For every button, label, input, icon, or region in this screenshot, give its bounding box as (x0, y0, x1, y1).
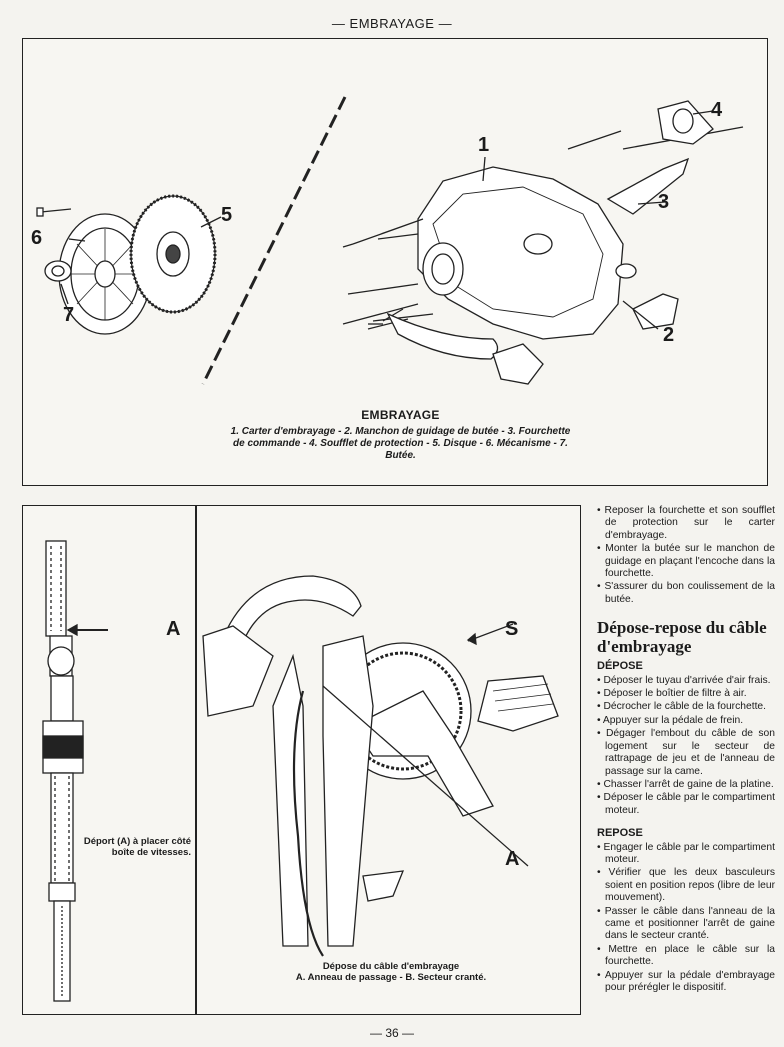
callout-5: 5 (221, 204, 233, 226)
depose-heading: DÉPOSE (597, 660, 643, 673)
depose-item: • Décrocher le câble de la fourchette. (597, 701, 767, 713)
repose-item: • Passer le câble dans l'anneau de la ca… (597, 905, 775, 942)
clutch-cable-figure: A S A Déport (A) à placer côté boîte de … (22, 505, 581, 1015)
depose-item: • Déposer le boîtier de filtre à air. (597, 688, 747, 700)
depose-item: • Déposer le câble par le compartiment m… (597, 792, 775, 816)
cable-drawings (42, 540, 559, 1002)
label-s: S (505, 618, 519, 640)
offset-caption: Déport (A) à placer côté boîte de vitess… (83, 836, 191, 858)
repose-heading: REPOSE (597, 827, 643, 840)
repose-item: • Vérifier que les deux basculeurs soien… (597, 867, 775, 904)
callout-2: 2 (663, 324, 675, 346)
callout-1: 1 (478, 134, 490, 156)
figure1-caption-text: 1. Carter d'embrayage - 2. Manchon de gu… (230, 426, 571, 461)
label-a-left: A (166, 618, 181, 640)
depose-item: • Déposer le tuyau d'arrivée d'air frais… (597, 674, 771, 686)
page-number: — 36 — (369, 1026, 414, 1040)
depose-item: • Chasser l'arrêt de gaine de la platine… (597, 778, 774, 790)
figure1-caption-title: EMBRAYAGE (361, 408, 440, 422)
right-text-column: • Reposer la fourchette et son soufflet … (597, 505, 775, 995)
repose-item: • Appuyer sur la pédale d'embrayage pour… (597, 969, 775, 993)
figure2-caption-title: Dépose du câble d'embrayage (322, 961, 460, 972)
repose-item: • Mettre en place le câble sur la fourch… (597, 943, 775, 968)
callout-6: 6 (31, 227, 43, 249)
label-a-right: A (505, 848, 520, 870)
intro-item: • S'assurer du bon coulissement de la bu… (597, 581, 775, 605)
exploded-clutch-figure: 1 2 3 4 5 6 7 EMBRAYAGE 1. Carter d'embr… (22, 38, 768, 486)
intro-item: • Reposer la fourchette et son soufflet … (597, 505, 775, 541)
clutch-exploded-drawing (36, 96, 744, 385)
depose-item: • Appuyer sur la pédale de frein. (597, 714, 744, 726)
section-title: Dépose-repose du câble d'embrayage (597, 618, 767, 657)
callout-4: 4 (711, 99, 723, 121)
intro-item: • Monter la butée sur le manchon de guid… (597, 543, 775, 580)
figure-divider (195, 506, 197, 1014)
figure2-caption: Dépose du câble d'embrayage A. Anneau de… (261, 961, 521, 983)
repose-item: • Engager le câble par le compartiment m… (597, 841, 775, 865)
figure2-caption-text: A. Anneau de passage - B. Secteur cranté… (295, 972, 487, 983)
figure1-caption: EMBRAYAGE 1. Carter d'embrayage - 2. Man… (228, 409, 573, 462)
running-header: — EMBRAYAGE — (331, 16, 453, 31)
callout-7: 7 (63, 304, 75, 326)
depose-item: • Dégager l'embout du câble de son logem… (597, 728, 775, 777)
callout-3: 3 (658, 191, 670, 213)
